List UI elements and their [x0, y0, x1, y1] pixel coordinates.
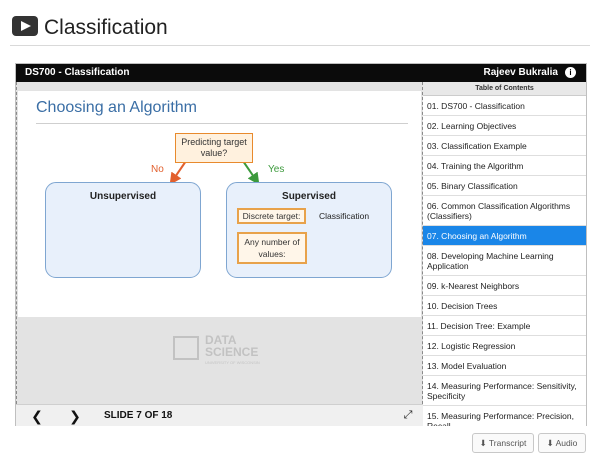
any-number-box: Any number of values:	[237, 232, 307, 264]
toc-item-label: 02. Learning Objectives	[427, 120, 517, 131]
toc-item-label: 10. Decision Trees	[427, 300, 498, 311]
toc-item[interactable]: 05. Binary Classification	[423, 176, 586, 196]
page-header: Classification	[10, 14, 590, 46]
unsupervised-box: Unsupervised	[45, 182, 201, 278]
player-controls: ❮ ❯ SLIDE 7 OF 18 ⤢	[16, 404, 423, 426]
toc-item[interactable]: 15. Measuring Performance: Precision, Re…	[423, 406, 586, 427]
toc-item-label: 09. k-Nearest Neighbors	[427, 280, 520, 291]
toc-item[interactable]: 13. Model Evaluation	[423, 356, 586, 376]
toc-item[interactable]: 07. Choosing an Algorithm	[423, 226, 586, 246]
toc-item-label: 15. Measuring Performance: Precision, Re…	[427, 410, 574, 427]
yes-label: Yes	[268, 164, 285, 175]
toc-item[interactable]: 06. Common Classification Algorithms (Cl…	[423, 196, 586, 226]
logo-text: DATA SCIENCE	[205, 334, 258, 358]
logo-mark-icon	[173, 336, 199, 360]
slide-title: Choosing an Algorithm	[36, 99, 197, 116]
toc-item-label: 01. DS700 - Classification	[427, 100, 525, 111]
toc-item[interactable]: 08. Developing Machine Learning Applicat…	[423, 246, 586, 276]
logo-subtitle: UNIVERSITY OF WISCONSIN	[205, 360, 260, 365]
toc-item[interactable]: 10. Decision Trees	[423, 296, 586, 316]
toc-item-label: 11. Decision Tree: Example	[427, 320, 531, 331]
toc-item-label: 08. Developing Machine Learning Applicat…	[427, 250, 554, 271]
toc-item-label: 07. Choosing an Algorithm	[427, 230, 527, 241]
toc-heading: Table of Contents	[423, 82, 586, 96]
slide: Choosing an Algorithm Predicting target …	[18, 91, 421, 317]
toc-item[interactable]: 02. Learning Objectives	[423, 116, 586, 136]
logo-line2: SCIENCE	[205, 345, 259, 359]
logo-line1: DATA	[205, 333, 237, 347]
toc-item[interactable]: 12. Logistic Regression	[423, 336, 586, 356]
unsupervised-label: Unsupervised	[89, 191, 157, 202]
table-of-contents: Table of Contents 01. DS700 - Classifica…	[423, 82, 586, 426]
play-icon	[12, 16, 38, 36]
toc-item-label: 14. Measuring Performance: Sensitivity, …	[427, 380, 577, 401]
no-label: No	[151, 164, 164, 175]
no-arrow	[169, 160, 187, 185]
transcript-button[interactable]: ⬇ Transcript	[472, 433, 534, 453]
expand-icon[interactable]: ⤢	[403, 409, 413, 421]
discrete-target-box: Discrete target:	[237, 208, 306, 224]
yes-arrow	[242, 160, 260, 185]
slide-counter: SLIDE 7 OF 18	[104, 410, 173, 421]
predicting-target-box: Predicting target value?	[175, 133, 253, 163]
toc-item[interactable]: 14. Measuring Performance: Sensitivity, …	[423, 376, 586, 406]
toc-list: 01. DS700 - Classification 02. Learning O…	[423, 96, 586, 426]
info-icon[interactable]: i	[565, 67, 576, 78]
supervised-box: Supervised Discrete target: Classificati…	[226, 182, 392, 278]
toc-item[interactable]: 03. Classification Example	[423, 136, 586, 156]
toc-item[interactable]: 11. Decision Tree: Example	[423, 316, 586, 336]
supervised-label: Supervised	[282, 191, 336, 202]
data-science-logo: DATA SCIENCE UNIVERSITY OF WISCONSIN	[167, 332, 287, 372]
previous-slide-button[interactable]: ❮	[31, 408, 43, 424]
diagram-arrows	[169, 160, 260, 185]
next-slide-button[interactable]: ❯	[69, 408, 81, 424]
toc-item-label: 03. Classification Example	[427, 140, 527, 151]
page-title: Classification	[44, 16, 168, 39]
course-title: DS700 - Classification	[25, 67, 130, 78]
toc-item-label: 05. Binary Classification	[427, 180, 518, 191]
toc-item-label: 06. Common Classification Algorithms (Cl…	[427, 200, 571, 221]
player-topbar: DS700 - Classification Rajeev Bukralia i	[16, 64, 586, 82]
toc-item-label: 13. Model Evaluation	[427, 360, 507, 371]
classification-label: Classification	[319, 211, 370, 221]
audio-button[interactable]: ⬇ Audio	[538, 433, 586, 453]
toc-item-label: 04. Training the Algorithm	[427, 160, 524, 171]
presentation-player: DS700 - Classification Rajeev Bukralia i…	[15, 63, 587, 426]
author-name: Rajeev Bukralia	[483, 67, 559, 78]
toc-item[interactable]: 01. DS700 - Classification	[423, 96, 586, 116]
toc-item[interactable]: 04. Training the Algorithm	[423, 156, 586, 176]
toc-item-label: 12. Logistic Regression	[427, 340, 516, 351]
toc-item[interactable]: 09. k-Nearest Neighbors	[423, 276, 586, 296]
slide-area: Choosing an Algorithm Predicting target …	[16, 82, 423, 404]
slide-divider	[36, 123, 408, 124]
